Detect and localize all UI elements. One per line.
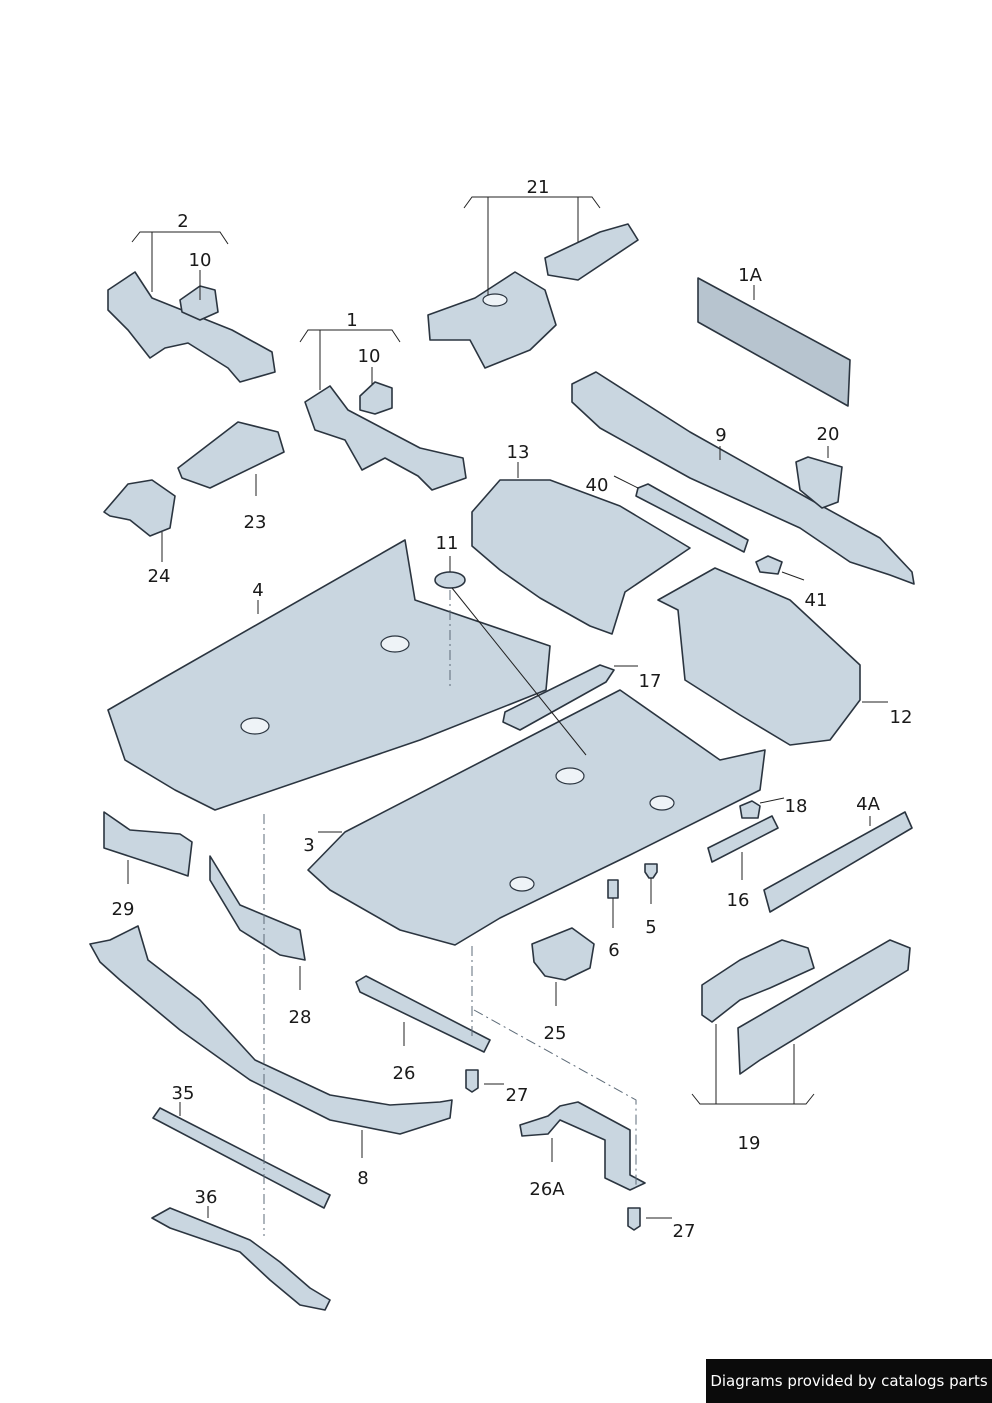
callout-5: 5 [645,917,657,938]
hole-3a [555,767,585,785]
part-18-clip [739,800,761,819]
hole-21 [482,293,508,307]
callout-23: 23 [243,512,267,533]
hole-4b [380,635,410,653]
callout-9: 9 [715,425,727,446]
callout-8: 8 [357,1168,369,1189]
part-21-console [427,271,557,369]
part-41-clip [755,555,783,575]
bracket-2 [131,231,229,245]
part-1-tunnel-bracket [304,385,467,491]
callout-11: 11 [435,533,459,554]
part-16-strip [707,815,779,863]
part-10b-bracket [359,381,393,415]
hole-4a [240,717,270,735]
attribution-footer: Diagrams provided by catalogs parts [706,1359,992,1403]
part-26a-bracket [519,1101,646,1191]
hole-3c [649,795,675,811]
part-29-heat-shield [103,811,193,877]
callout-40: 40 [585,475,609,496]
callout-10b: 10 [357,346,381,367]
bracket-1 [299,329,401,343]
callout-4: 4 [252,580,264,601]
callout-3: 3 [303,835,315,856]
hole-3b [509,876,535,892]
part-21b-plate [544,223,639,281]
part-12-rear-floor-section [657,567,861,746]
callout-1a: 1A [738,265,762,286]
callout-20: 20 [816,424,840,445]
callout-19: 19 [737,1133,761,1154]
callout-27b: 27 [672,1221,696,1242]
part-17-bracket [502,664,615,731]
part-36-reinforcement [151,1207,331,1311]
callout-27: 27 [505,1085,529,1106]
callout-29: 29 [111,899,135,920]
callout-36: 36 [194,1187,218,1208]
part-2-tunnel-bracket [107,271,276,383]
part-19b-sill-section [737,939,911,1075]
part-20-bracket [795,456,843,509]
part-9-crossmember [571,371,915,585]
callout-41: 41 [804,590,828,611]
part-24-bracket [103,479,176,537]
callout-16: 16 [726,890,750,911]
part-27b-bolt [627,1207,641,1231]
part-13-rear-floor-tub [471,479,691,635]
leader-11b [451,587,587,756]
part-8-long-bracket [89,925,453,1135]
callout-24: 24 [147,566,171,587]
part-4a-sill-strip [763,811,913,913]
callout-17: 17 [638,671,662,692]
part-28-heat-shield [209,855,306,961]
callout-21: 21 [526,177,550,198]
align-line-3 [473,1009,637,1185]
part-1a-insulation-mat [697,277,851,407]
callout-28: 28 [288,1007,312,1028]
callout-18: 18 [784,796,808,817]
part-25-bracket [531,927,595,981]
callout-12: 12 [889,707,913,728]
callout-6: 6 [608,940,620,961]
callout-1: 1 [346,310,358,331]
bracket-21 [463,196,601,209]
leader-41 [781,571,805,581]
part-5-bolt [644,863,658,879]
part-27-bolt [465,1069,479,1093]
part-35-strip [152,1107,331,1209]
callout-35: 35 [171,1083,195,1104]
callout-10: 10 [188,250,212,271]
callout-26a: 26A [529,1179,565,1200]
leader-18 [759,797,785,804]
part-26-strut [355,975,491,1053]
leader-40 [613,475,639,489]
callout-13: 13 [506,442,530,463]
callout-26: 26 [392,1063,416,1084]
part-19-reinforcement [701,939,815,1023]
part-40-strip [635,483,749,553]
callout-4a: 4A [856,794,880,815]
callout-2: 2 [177,211,189,232]
part-6-stud [607,879,619,899]
bracket-19 [691,1093,815,1105]
part-3-right-floor-pan [307,689,766,946]
callout-25: 25 [543,1023,567,1044]
part-11-grommet [434,571,466,589]
part-4-left-floor-pan [107,539,551,811]
part-23-bracket [177,421,285,489]
